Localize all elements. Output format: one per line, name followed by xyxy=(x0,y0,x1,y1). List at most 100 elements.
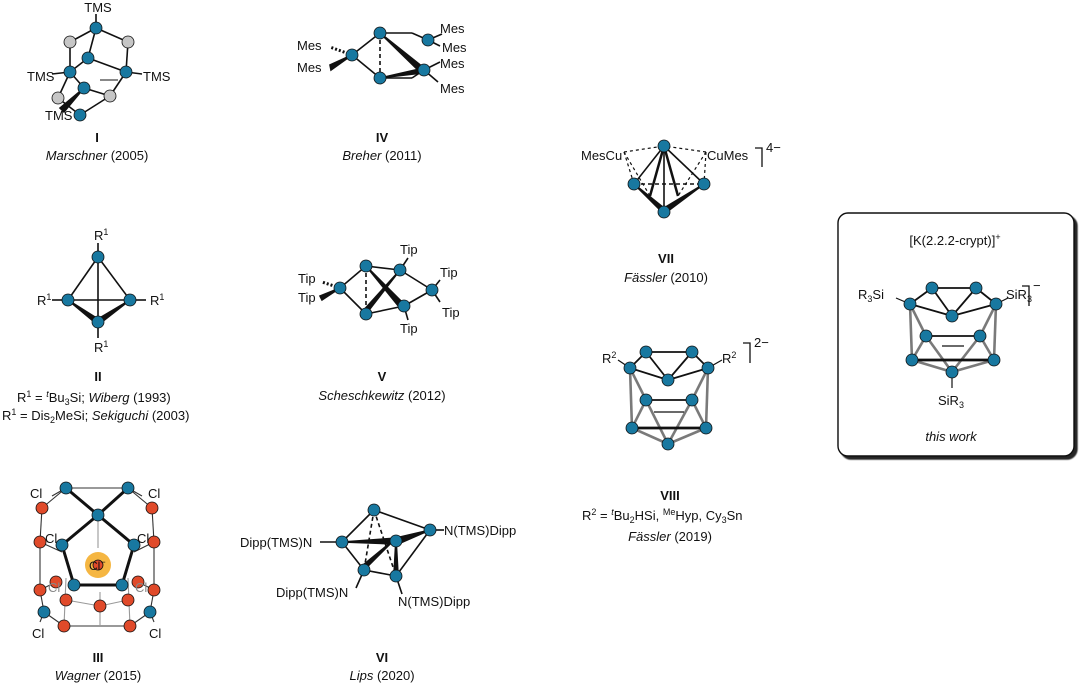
atom-si xyxy=(945,365,959,379)
substituent-label: Cl xyxy=(148,486,160,501)
atom-red xyxy=(93,599,107,613)
substituent-definition: R2 = tBu2HSi, MeHyp, Cy3Sn xyxy=(582,507,743,525)
atom-red xyxy=(57,619,71,633)
atom-si xyxy=(661,437,675,451)
substituent-label: Tip xyxy=(298,271,316,286)
compound-I: TMS TMS TMS TMS I Marschner (2005) xyxy=(27,0,171,163)
atom-si xyxy=(89,21,103,35)
substituent-label: Cl xyxy=(149,626,161,641)
atom-red xyxy=(123,619,137,633)
cation-label: [K(2.2.2-crypt)]+ xyxy=(909,232,1000,248)
compound-V: Tip Tip Tip Tip Tip Tip V Scheschkewitz … xyxy=(298,242,460,403)
atom-si xyxy=(59,481,73,495)
atom-si xyxy=(623,361,637,375)
this-work-panel: [K(2.2.2-crypt)]+ − xyxy=(837,212,1075,457)
atom-si xyxy=(905,353,919,367)
substituent-label: Mes xyxy=(297,38,322,53)
substituent-label: Mes xyxy=(297,60,322,75)
atom-si xyxy=(121,481,135,495)
atom-si xyxy=(127,538,141,552)
atom-si xyxy=(685,345,699,359)
charge-bracket xyxy=(1022,285,1030,306)
atom-si xyxy=(919,329,933,343)
atom-si xyxy=(421,33,435,47)
compound-citation: Scheschkewitz (2012) xyxy=(318,388,445,403)
atom-red xyxy=(145,501,159,515)
compound-IV: Mes Mes Mes Mes Mes Mes IV Breher (2011) xyxy=(297,21,467,163)
atom-si xyxy=(91,508,105,522)
compound-number: III xyxy=(93,650,104,665)
substituent-label: TMS xyxy=(27,69,55,84)
substituent-label: R2 xyxy=(722,350,736,366)
atom-si xyxy=(389,534,403,548)
atom-red xyxy=(59,593,73,607)
compound-citation: Fässler (2010) xyxy=(624,270,708,285)
compound-number: VII xyxy=(658,251,674,266)
substituent-definition: R1 = tBu3Si; Wiberg (1993) xyxy=(17,389,171,407)
compound-VIII: R2 R2 2− VIII R2 = tBu2HSi, MeHyp, Cy3Sn… xyxy=(582,335,769,544)
substituent-label: N(TMS)Dipp xyxy=(398,594,470,609)
substituent-label: Cl xyxy=(30,486,42,501)
substituent-label: MesCu xyxy=(581,148,622,163)
atom-si xyxy=(627,177,641,191)
atom-si xyxy=(925,281,939,295)
atom-si xyxy=(61,293,75,307)
atom-si xyxy=(423,523,437,537)
chloride-label: Cl− xyxy=(89,557,106,573)
atom-si xyxy=(903,297,917,311)
atom-red xyxy=(121,593,135,607)
atom-si xyxy=(639,345,653,359)
atom-si xyxy=(67,578,81,592)
atom-si xyxy=(357,563,371,577)
compound-citation: Lips (2020) xyxy=(349,668,414,683)
charge-label: 4− xyxy=(766,140,781,155)
substituent-label: Mes xyxy=(440,21,465,36)
substituent-label: CuMes xyxy=(707,148,749,163)
atom-si xyxy=(77,81,91,95)
atom-red xyxy=(147,583,161,597)
substituent-definition: R1 = Dis2MeSi; Sekiguchi (2003) xyxy=(2,407,189,425)
substituent-label: Dipp(TMS)N xyxy=(240,535,312,550)
substituent-label: Mes xyxy=(442,40,467,55)
compound-number: VI xyxy=(376,650,388,665)
substituent-label: Cl xyxy=(135,580,147,595)
substituent-label: Mes xyxy=(440,56,465,71)
atom-si xyxy=(373,26,387,40)
compound-II: R1 R1 R1 R1 II R1 = tBu3Si; Wiberg (1993… xyxy=(2,227,189,425)
atom-si xyxy=(119,65,133,79)
atom-si xyxy=(639,393,653,407)
compound-citation: Wagner (2015) xyxy=(55,668,142,683)
compound-III: Cl− Cl Cl Cl xyxy=(30,481,161,683)
compound-number: II xyxy=(94,369,101,384)
atom-si xyxy=(701,361,715,375)
atom-si xyxy=(123,293,137,307)
substituent-label: Dipp(TMS)N xyxy=(276,585,348,600)
substituent-label: Cl xyxy=(137,531,149,546)
compound-number: VIII xyxy=(660,488,680,503)
substituent-label: TMS xyxy=(84,0,112,15)
atom-si xyxy=(657,205,671,219)
atom-si xyxy=(625,421,639,435)
atom-si xyxy=(333,281,347,295)
atom-grey xyxy=(103,89,117,103)
atom-si xyxy=(699,421,713,435)
atom-si xyxy=(335,535,349,549)
substituent-label: SiR3 xyxy=(938,393,964,410)
atom-si xyxy=(63,65,77,79)
substituent-label: R1 xyxy=(94,227,108,243)
atom-si xyxy=(55,538,69,552)
atom-si xyxy=(115,578,129,592)
atom-si xyxy=(91,250,105,264)
atom-si xyxy=(373,71,387,85)
compound-citation: Marschner (2005) xyxy=(46,148,149,163)
atom-si xyxy=(397,299,411,313)
compound-citation: Fässler (2019) xyxy=(628,529,712,544)
atom-red xyxy=(49,575,63,589)
substituent-label: Cl xyxy=(32,626,44,641)
atom-grey xyxy=(63,35,77,49)
compound-VII: MesCu CuMes 4− VII Fässler (2010) xyxy=(581,139,781,285)
substituent-label: N(TMS)Dipp xyxy=(444,523,516,538)
substituent-label: Tip xyxy=(442,305,460,320)
atom-si xyxy=(945,309,959,323)
substituent-label: Mes xyxy=(440,81,465,96)
